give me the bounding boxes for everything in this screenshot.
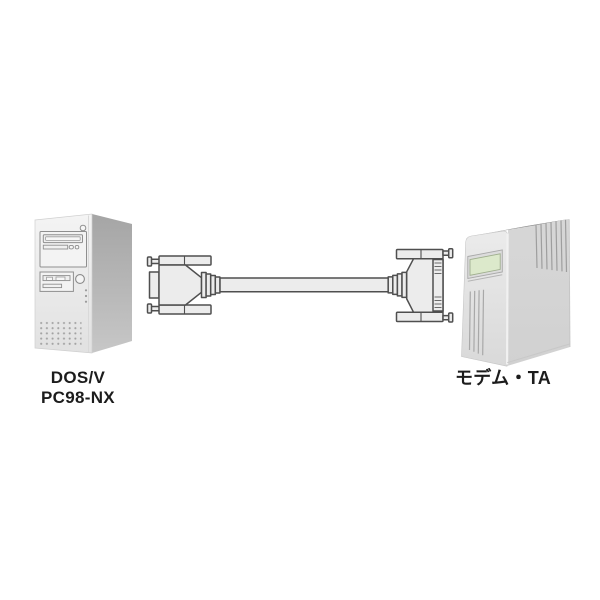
pc-tower-icon (34, 213, 132, 354)
right-flange-top (395, 248, 444, 260)
left-hood-body (158, 264, 203, 306)
pc-vent-grid (40, 321, 82, 346)
left-jackscrew-bottom-cap (146, 303, 153, 314)
left-jackscrew-top-cap (146, 256, 153, 267)
dsub-connector-left-icon (146, 255, 221, 315)
left-strain-relief (200, 271, 221, 299)
pc-label-line2: PC98-NX (41, 388, 115, 407)
pc-top-button (79, 224, 87, 232)
pc-power-button (75, 274, 85, 284)
pc-label-line1: DOS/V (50, 368, 106, 387)
pc-cd-drive (39, 231, 87, 268)
right-jackscrew-bottom-cap (447, 312, 454, 323)
right-dsub-shell (432, 258, 444, 312)
dsub-connector-right-icon (387, 248, 454, 323)
right-shell-pins (434, 262, 442, 308)
pc-led-lights (84, 289, 88, 303)
modem-label: モデム・TA (454, 368, 552, 388)
modem-side-face (507, 219, 570, 366)
pc-floppy-drive (39, 271, 74, 292)
cable-cord (219, 277, 389, 293)
modem-front-vents (468, 289, 485, 356)
left-dsub-shell (148, 271, 160, 299)
modem-lcd-shadow-line (467, 274, 503, 282)
modem-bottom-bevel (507, 343, 570, 364)
right-jackscrew-top-cap (447, 248, 454, 259)
right-strain-relief (387, 271, 408, 299)
pc-side-face (92, 214, 132, 353)
serial-cable-icon (146, 248, 454, 323)
modem-ta-icon (461, 219, 571, 367)
modem-back-edge (568, 219, 571, 348)
pc-label: DOS/V PC98-NX (18, 368, 138, 408)
right-flange-bottom (395, 311, 444, 323)
modem-corner-highlight (506, 233, 509, 365)
modem-lcd-screen (469, 253, 501, 276)
modem-side-vents (535, 219, 568, 273)
modem-top-dark-patch (493, 219, 569, 233)
